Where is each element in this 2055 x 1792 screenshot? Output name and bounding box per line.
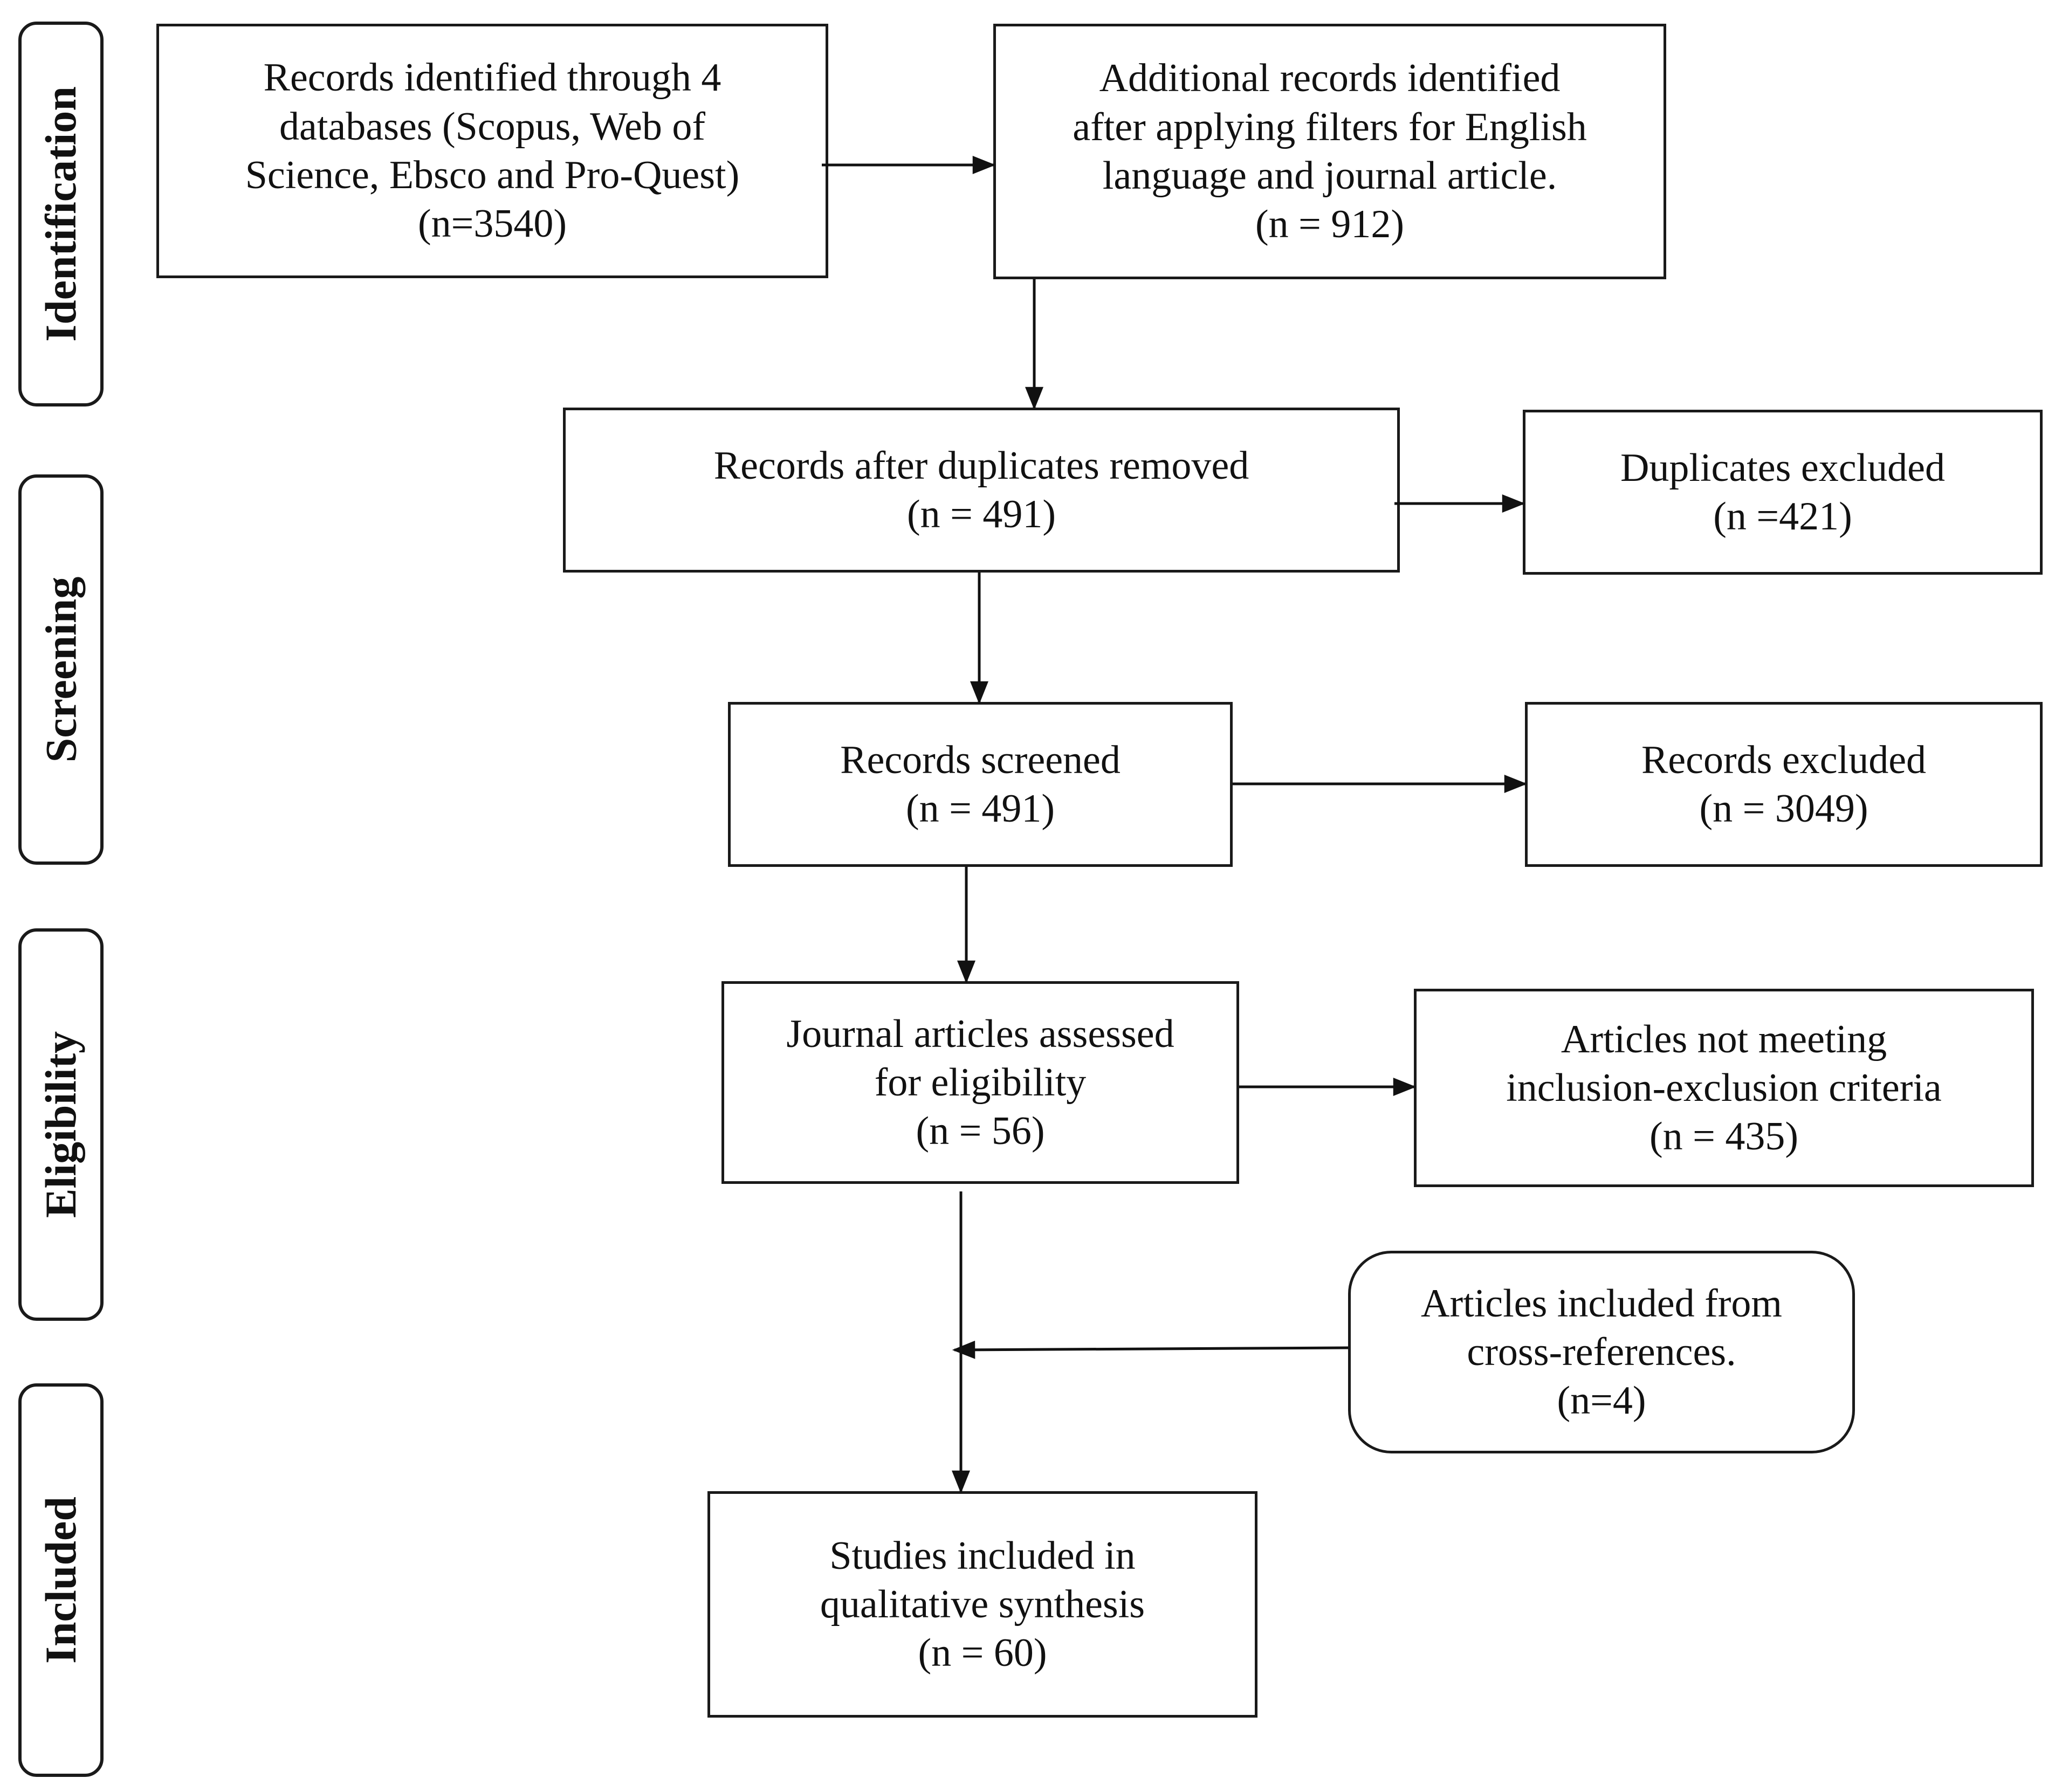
duplicates-excluded-line1: Duplicates excluded: [1620, 445, 1946, 490]
arrow-cross-references-to-main: [952, 1340, 1349, 1359]
studies-included-count: (n = 60): [918, 1631, 1047, 1676]
records-screened-count: (n = 491): [905, 787, 1055, 831]
assessed-eligibility-line1: Journal articles assessed: [786, 1011, 1174, 1056]
records-identified-count: (n=3540): [417, 202, 567, 246]
assessed-eligibility-box: Journal articles assessed for eligibilit…: [721, 981, 1239, 1184]
not-meeting-criteria-count: (n = 435): [1649, 1114, 1799, 1159]
records-excluded-box: Records excluded (n = 3049): [1525, 702, 2043, 867]
assessed-eligibility-line2: for eligibility: [874, 1060, 1087, 1105]
records-screened-box: Records screened (n = 491): [728, 702, 1233, 867]
duplicates-excluded-count: (n =421): [1713, 494, 1852, 539]
additional-records-line1: Additional records identified: [1099, 56, 1561, 101]
duplicates-excluded-box: Duplicates excluded (n =421): [1523, 410, 2043, 575]
records-identified-line3: Science, Ebsco and Pro-Quest): [245, 153, 740, 197]
additional-records-count: (n = 912): [1255, 202, 1405, 247]
cross-references-line2: cross-references.: [1467, 1329, 1736, 1374]
after-duplicates-count: (n = 491): [906, 492, 1056, 536]
after-duplicates-box: Records after duplicates removed (n = 49…: [563, 408, 1400, 573]
cross-references-box: Articles included from cross-references.…: [1348, 1251, 1855, 1453]
records-identified-line1: Records identified through 4: [263, 56, 721, 100]
studies-included-line2: qualitative synthesis: [820, 1582, 1145, 1626]
studies-included-line1: Studies included in: [829, 1533, 1136, 1578]
studies-included-box: Studies included in qualitative synthesi…: [707, 1491, 1257, 1718]
records-excluded-line1: Records excluded: [1641, 738, 1927, 782]
not-meeting-criteria-line2: inclusion-exclusion criteria: [1506, 1065, 1942, 1110]
records-identified-box: Records identified through 4 databases (…: [156, 24, 828, 278]
phase-eligibility: Eligibility: [18, 928, 104, 1321]
not-meeting-criteria-box: Articles not meeting inclusion-exclusion…: [1414, 989, 2034, 1187]
phase-identification: Identification: [18, 22, 104, 406]
assessed-eligibility-count: (n = 56): [916, 1109, 1045, 1154]
not-meeting-criteria-line1: Articles not meeting: [1561, 1017, 1887, 1062]
records-excluded-count: (n = 3049): [1699, 787, 1868, 831]
additional-records-box: Additional records identified after appl…: [993, 24, 1666, 279]
additional-records-line2: after applying filters for English: [1073, 105, 1587, 149]
after-duplicates-line1: Records after duplicates removed: [713, 443, 1249, 488]
additional-records-line3: language and journal article.: [1102, 154, 1557, 198]
cross-references-line1: Articles included from: [1421, 1281, 1782, 1326]
cross-references-count: (n=4): [1557, 1379, 1646, 1423]
phase-included: Included: [18, 1383, 104, 1777]
phase-screening: Screening: [18, 474, 104, 865]
records-identified-line2: databases (Scopus, Web of: [279, 104, 706, 149]
records-screened-line1: Records screened: [840, 738, 1121, 782]
